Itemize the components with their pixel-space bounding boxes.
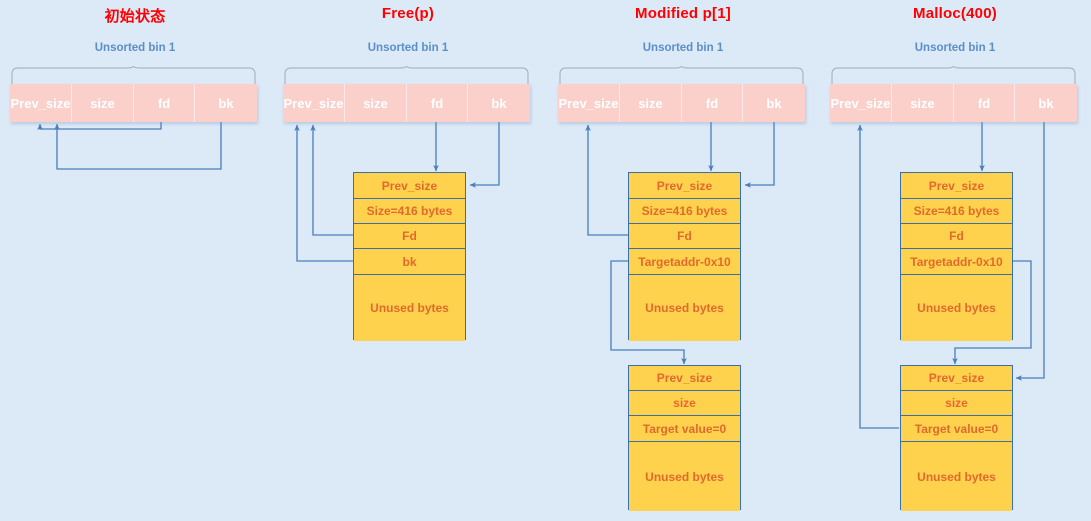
bin-brace (830, 66, 1077, 84)
bin-cell-bk[interactable]: bk (468, 84, 530, 122)
chunk-row-prev-size[interactable]: Prev_size (901, 366, 1012, 391)
chunk-row-size[interactable]: size (901, 391, 1012, 416)
bin-cell-bk[interactable]: bk (1015, 84, 1077, 122)
column-subtitle: Unsorted bin 1 (914, 42, 996, 54)
bin-cell-fd[interactable]: fd (407, 84, 468, 122)
chunk-row-targetaddr[interactable]: Targetaddr-0x10 (901, 249, 1012, 275)
bin-cell-fd[interactable]: fd (682, 84, 743, 122)
bin-brace (10, 66, 257, 84)
column-initial-state: 初始状态 Unsorted bin 1 Prev_size size fd bk (0, 0, 270, 521)
bin-cell-size[interactable]: size (345, 84, 407, 122)
bin-cell-fd[interactable]: fd (134, 84, 195, 122)
chunk-row-size[interactable]: Size=416 bytes (901, 199, 1012, 224)
chunk-row-prev-size[interactable]: Prev_size (354, 173, 465, 199)
bin-cell-size[interactable]: size (72, 84, 134, 122)
chunk-row-unused-bytes[interactable]: Unused bytes (901, 275, 1012, 341)
chunk-box: Prev_size Size=416 bytes Fd Targetaddr-0… (900, 172, 1013, 341)
column-title: 初始状态 (104, 8, 166, 25)
column-malloc-400: Malloc(400) Unsorted bin 1 Prev_size siz… (820, 0, 1090, 521)
chunk-row-prev-size[interactable]: Prev_size (629, 366, 740, 391)
chunk-row-target-value[interactable]: Target value=0 (901, 416, 1012, 442)
chunk-row-unused-bytes[interactable]: Unused bytes (901, 442, 1012, 511)
unsorted-bin-table: Prev_size size fd bk (10, 84, 257, 122)
column-subtitle: Unsorted bin 1 (94, 42, 176, 54)
bin-cell-bk[interactable]: bk (195, 84, 257, 122)
bin-cell-prev-size[interactable]: Prev_size (10, 84, 72, 122)
column-title: Malloc(400) (913, 5, 997, 22)
column-modified-p1: Modified p[1] Unsorted bin 1 Prev_size s… (548, 0, 818, 521)
bin-cell-prev-size[interactable]: Prev_size (830, 84, 892, 122)
chunk-row-fd[interactable]: Fd (901, 224, 1012, 249)
chunk-row-bk[interactable]: bk (354, 249, 465, 275)
chunk-row-prev-size[interactable]: Prev_size (901, 173, 1012, 199)
chunk-row-target-value[interactable]: Target value=0 (629, 416, 740, 442)
bin-cell-prev-size[interactable]: Prev_size (283, 84, 345, 122)
chunk-row-unused-bytes[interactable]: Unused bytes (629, 442, 740, 511)
unsorted-bin-table: Prev_size size fd bk (830, 84, 1077, 122)
chunk-row-size[interactable]: Size=416 bytes (629, 199, 740, 224)
chunk-row-prev-size[interactable]: Prev_size (629, 173, 740, 199)
bin-cell-size[interactable]: size (892, 84, 954, 122)
chunk-row-targetaddr[interactable]: Targetaddr-0x10 (629, 249, 740, 275)
column-title: Free(p) (381, 5, 435, 22)
bin-brace (283, 66, 530, 84)
chunk-box: Prev_size Size=416 bytes Fd bk Unused by… (353, 172, 466, 341)
bin-brace (558, 66, 805, 84)
chunk-row-unused-bytes[interactable]: Unused bytes (354, 275, 465, 341)
chunk-box: Prev_size size Target value=0 Unused byt… (628, 365, 741, 511)
bin-cell-size[interactable]: size (620, 84, 682, 122)
column-subtitle: Unsorted bin 1 (642, 42, 724, 54)
chunk-row-fd[interactable]: Fd (629, 224, 740, 249)
chunk-box: Prev_size Size=416 bytes Fd Targetaddr-0… (628, 172, 741, 341)
column-free-p: Free(p) Unsorted bin 1 Prev_size size fd… (273, 0, 543, 521)
chunk-row-unused-bytes[interactable]: Unused bytes (629, 275, 740, 341)
unsorted-bin-table: Prev_size size fd bk (283, 84, 530, 122)
bin-cell-bk[interactable]: bk (743, 84, 805, 122)
chunk-row-size[interactable]: Size=416 bytes (354, 199, 465, 224)
chunk-row-fd[interactable]: Fd (354, 224, 465, 249)
chunk-box: Prev_size size Target value=0 Unused byt… (900, 365, 1013, 511)
chunk-row-size[interactable]: size (629, 391, 740, 416)
bin-cell-fd[interactable]: fd (954, 84, 1015, 122)
column-subtitle: Unsorted bin 1 (367, 42, 449, 54)
column-title: Modified p[1] (635, 5, 731, 22)
unsorted-bin-table: Prev_size size fd bk (558, 84, 805, 122)
bin-cell-prev-size[interactable]: Prev_size (558, 84, 620, 122)
